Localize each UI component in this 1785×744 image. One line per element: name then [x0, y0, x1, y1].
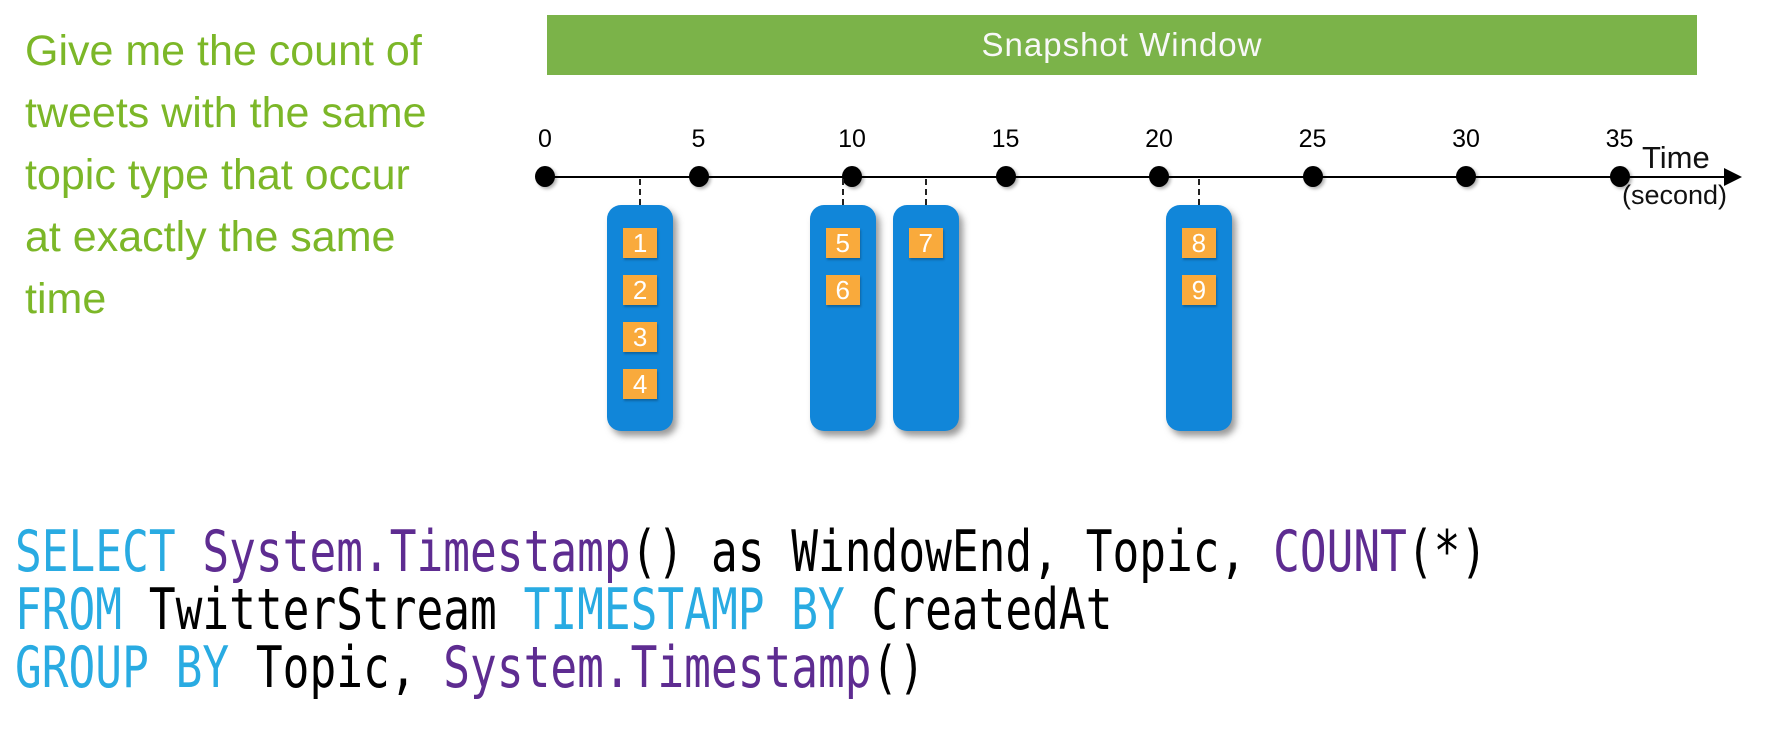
event-number: 7: [918, 228, 933, 258]
code-token: Topic,: [255, 635, 444, 701]
code-token: CreatedAt: [871, 577, 1113, 643]
tick-label: 15: [991, 125, 1020, 153]
timeline-dot: [688, 166, 709, 187]
timeline-dot: [842, 166, 862, 187]
event-group-box: 1 2 3 4: [607, 205, 674, 431]
timeline-dot: [1609, 166, 1630, 187]
event-square: 9: [1181, 275, 1216, 305]
event-square: 7: [908, 228, 943, 258]
timeline-dot: [1149, 166, 1169, 187]
tick-label: 10: [838, 125, 866, 153]
tick-label: 5: [691, 125, 706, 153]
event-number: 5: [835, 228, 851, 258]
question-line: tweets with the same: [25, 89, 427, 137]
time-axis-unit-label: (second): [1622, 180, 1728, 210]
question-line: Give me the count of: [25, 27, 422, 75]
event-square: 3: [623, 322, 658, 352]
event-group-box: 7: [892, 205, 959, 431]
tick-label: 20: [1145, 125, 1173, 153]
event-number: 6: [835, 275, 851, 305]
code-line: SELECT System.Timestamp() as WindowEnd, …: [15, 523, 1487, 581]
code-token: System.Timestamp: [443, 635, 872, 701]
code-token: () as WindowEnd, Topic,: [630, 519, 1274, 585]
code-token: COUNT: [1273, 519, 1407, 585]
tick-label: 35: [1605, 125, 1634, 153]
event-square: 2: [623, 275, 658, 305]
question-line: time: [25, 275, 107, 323]
timeline-arrowhead-icon: [1724, 168, 1742, 186]
event-number: 2: [632, 275, 648, 305]
timeline-dot: [995, 166, 1016, 187]
code-token: (*): [1406, 519, 1488, 585]
event-square: 6: [825, 275, 860, 305]
code-line: GROUP BY Topic, System.Timestamp(): [15, 639, 1487, 697]
event-number: 8: [1191, 228, 1207, 258]
dashed-connector: [924, 179, 927, 205]
timeline-dot: [1456, 166, 1476, 187]
dashed-connector: [841, 179, 844, 205]
timeline-dot: [535, 166, 555, 187]
code-token: FROM: [15, 577, 149, 643]
event-square: 8: [1181, 228, 1216, 258]
question-line: at exactly the same: [25, 213, 396, 261]
code-token: TwitterStream: [148, 577, 524, 643]
code-token: GROUP BY: [15, 635, 256, 701]
event-square: 4: [623, 369, 658, 399]
tick-label: 25: [1298, 125, 1327, 153]
tick-label: 0: [538, 125, 552, 153]
code-token: TIMESTAMP BY: [523, 577, 872, 643]
banner-label: Snapshot Window: [981, 26, 1263, 63]
code-token: System.Timestamp: [202, 519, 631, 585]
tick-label: 30: [1452, 125, 1480, 153]
event-square: 5: [825, 228, 860, 258]
sql-code-block: SELECT System.Timestamp() as WindowEnd, …: [15, 523, 1785, 697]
snapshot-window-banner: Snapshot Window: [547, 15, 1697, 75]
event-number: 1: [632, 228, 648, 258]
timeline-axis-line: [545, 176, 1726, 178]
event-number: 4: [632, 369, 648, 399]
time-axis-label: Time: [1642, 140, 1710, 175]
event-square: 1: [623, 228, 658, 258]
dashed-connector: [639, 179, 642, 205]
code-token: (): [871, 635, 926, 701]
code-line: FROM TwitterStream TIMESTAMP BY CreatedA…: [15, 581, 1487, 639]
code-token: SELECT: [15, 519, 203, 585]
event-number: 3: [632, 322, 648, 352]
dashed-connector: [1197, 179, 1200, 205]
question-line: topic type that occur: [25, 151, 410, 199]
question-text: Give me the count of tweets with the same…: [25, 20, 495, 330]
event-number: 9: [1191, 275, 1207, 305]
timeline-dot: [1302, 166, 1323, 187]
